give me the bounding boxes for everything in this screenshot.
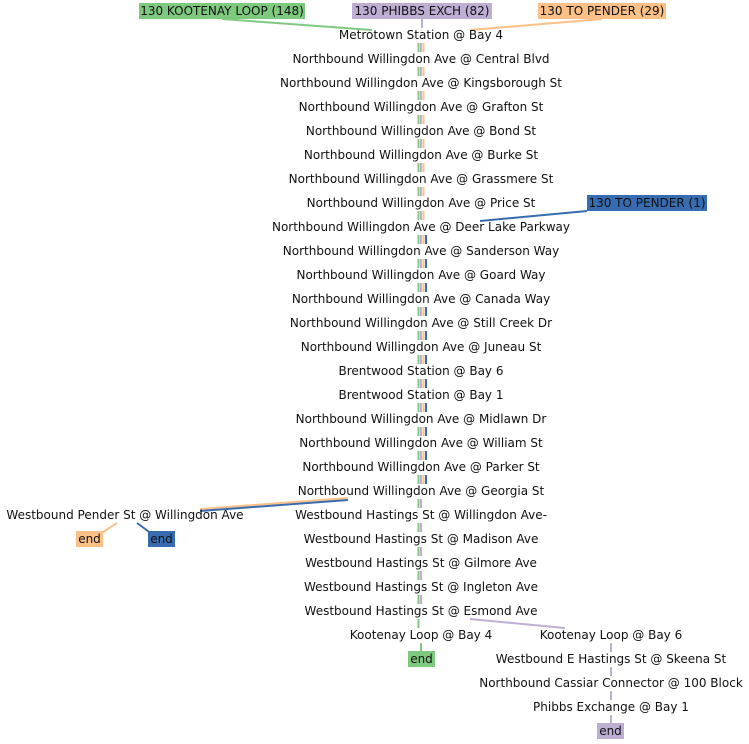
end-marker-pender-box xyxy=(76,531,103,547)
phibbs-stop: Westbound E Hastings St @ Skeena St xyxy=(496,652,727,666)
trunk-stop: Northbound Willingdon Ave @ Burke St xyxy=(304,148,538,162)
trunk-stop: Northbound Willingdon Ave @ Canada Way xyxy=(292,292,550,306)
route-tag-kootenay-label: 130 KOOTENAY LOOP (148) xyxy=(140,4,304,18)
trunk-stop: Northbound Willingdon Ave @ Sanderson Wa… xyxy=(283,244,559,258)
end-marker-phibbs-box xyxy=(597,723,624,739)
end-marker-phibbs-label: end xyxy=(599,724,622,738)
connector-phibbs-branch xyxy=(469,618,566,629)
trunk-stop: Northbound Willingdon Ave @ Goard Way xyxy=(296,268,545,282)
trunk-stop: Northbound Willingdon Ave @ William St xyxy=(299,436,543,450)
end-marker-pender-one-box xyxy=(148,531,175,547)
trunk-stop: Northbound Willingdon Ave @ Kingsborough… xyxy=(280,76,562,90)
phibbs-stop-labels: Kootenay Loop @ Bay 6 Westbound E Hasting… xyxy=(479,628,743,714)
trunk-stop: Northbound Willingdon Ave @ Still Creek … xyxy=(290,316,552,330)
route-tag-phibbs-box xyxy=(352,3,492,19)
trunk-stop: Westbound Hastings St @ Ingleton Ave xyxy=(304,580,538,594)
end-marker-pender: end xyxy=(76,531,103,547)
route-tag-pender: 130 TO PENDER (29) xyxy=(538,3,666,19)
trunk-stop: Westbound Hastings St @ Willingdon Ave- xyxy=(295,508,547,522)
trunk-stop: Northbound Willingdon Ave @ Grafton St xyxy=(299,100,544,114)
end-marker-kootenay-box xyxy=(408,651,435,667)
route-tag-phibbs: 130 PHIBBS EXCH (82) xyxy=(352,3,492,19)
trunk-stop: Northbound Willingdon Ave @ Juneau St xyxy=(301,340,542,354)
connector-pender-branch xyxy=(199,497,349,510)
trunk-stop-labels: Metrotown Station @ Bay 4 Northbound Will… xyxy=(272,28,570,642)
trunk-stop: Northbound Willingdon Ave @ Georgia St xyxy=(298,484,545,498)
end-marker-pender-one-label: end xyxy=(150,532,173,546)
trunk-stop: Brentwood Station @ Bay 6 xyxy=(339,364,504,378)
trunk-stop: Northbound Willingdon Ave @ Grassmere St xyxy=(289,172,554,186)
connector-pender-header xyxy=(469,18,603,31)
trunk-stop: Brentwood Station @ Bay 1 xyxy=(339,388,504,402)
route-tag-kootenay: 130 KOOTENAY LOOP (148) xyxy=(139,3,305,19)
route-tag-pender-one-box xyxy=(587,195,707,211)
trunk-stop: Northbound Willingdon Ave @ Deer Lake Pa… xyxy=(272,220,570,234)
route-tag-kootenay-box xyxy=(139,3,305,19)
trunk-stop: Northbound Willingdon Ave @ Price St xyxy=(307,196,536,210)
trunk-stop: Northbound Willingdon Ave @ Midlawn Dr xyxy=(296,412,547,426)
trunk-stop: Westbound Hastings St @ Gilmore Ave xyxy=(305,556,537,570)
phibbs-stop: Phibbs Exchange @ Bay 1 xyxy=(533,700,689,714)
end-marker-pender-one: end xyxy=(148,531,175,547)
route-tag-pender-one-label: 130 TO PENDER (1) xyxy=(588,196,705,210)
trunk-stop: Northbound Willingdon Ave @ Central Blvd xyxy=(292,52,549,66)
trunk-stop: Metrotown Station @ Bay 4 xyxy=(339,28,503,42)
phibbs-stop: Kootenay Loop @ Bay 6 xyxy=(540,628,682,642)
stop-pender-willingdon: Westbound Pender St @ Willingdon Ave xyxy=(6,508,243,522)
end-marker-pender-label: end xyxy=(78,532,101,546)
trunk-stop: Northbound Willingdon Ave @ Parker St xyxy=(302,460,540,474)
trunk-stop: Westbound Hastings St @ Madison Ave xyxy=(304,532,539,546)
trunk-stop: Kootenay Loop @ Bay 4 xyxy=(350,628,492,642)
trunk-stop: Northbound Willingdon Ave @ Bond St xyxy=(306,124,537,138)
connector-kootenay-header xyxy=(221,18,373,31)
trunk-stop: Westbound Hastings St @ Esmond Ave xyxy=(305,604,538,618)
phibbs-stop: Northbound Cassiar Connector @ 100 Block xyxy=(479,676,743,690)
connector-pender-one-header xyxy=(479,210,588,222)
route-lines xyxy=(99,18,612,724)
route-tag-pender-box xyxy=(538,3,666,19)
route-tag-phibbs-label: 130 PHIBBS EXCH (82) xyxy=(355,4,490,18)
end-marker-phibbs: end xyxy=(597,723,624,739)
route-tag-pender-label: 130 TO PENDER (29) xyxy=(540,4,665,18)
connector-pender-one-branch xyxy=(199,499,349,512)
end-marker-kootenay: end xyxy=(408,651,435,667)
end-marker-kootenay-label: end xyxy=(410,652,433,666)
route-tag-pender-one: 130 TO PENDER (1) xyxy=(587,195,707,211)
